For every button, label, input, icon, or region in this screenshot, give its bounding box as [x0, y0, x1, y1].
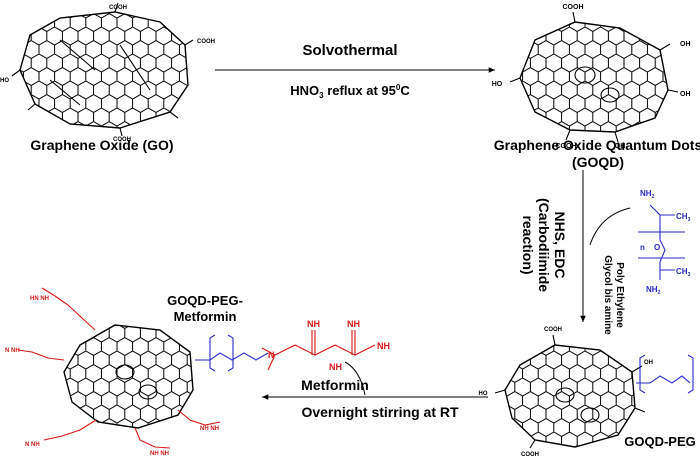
- metformin-arm-5: [134, 427, 171, 449]
- goqdpeg-cooh-top: COOH: [544, 327, 562, 333]
- metformin-arm-3: [177, 409, 221, 426]
- peg-name-label: Poly Ethylene Glycol bis amine: [602, 255, 625, 335]
- nhs-edc-line1: NHS, EDC: [552, 212, 568, 279]
- goqd-sheet: [519, 21, 669, 133]
- bridging-nh-label: NH: [329, 362, 342, 372]
- peg-ch3-bottom: CH3: [676, 267, 691, 278]
- peg-nh2-top: NH2: [640, 189, 655, 200]
- peg-addition-curve: [589, 207, 631, 246]
- peg-nh2-bottom: NH2: [646, 285, 661, 296]
- svg-text:NH NH: NH NH: [200, 426, 219, 432]
- goqd-label-line1: Graphene Oxide Quantum Dots: [494, 137, 700, 153]
- metformin-arm-4: [43, 419, 97, 441]
- conjugate-sheet: [63, 324, 194, 429]
- peg-name-line2: Glycol bis amine: [602, 255, 613, 335]
- goqd-label-line2: (GOQD): [572, 154, 624, 170]
- metformin-addition-curve: [344, 361, 366, 396]
- go-ho-left: HO: [0, 78, 9, 84]
- goqd-cooh-bottom: COOH: [556, 143, 577, 150]
- go-cooh-top: COOH: [109, 5, 127, 11]
- go-cooh-right: COOH: [197, 39, 215, 45]
- peg-bis-amine-molecule: NH2 CH3 O n CH3 NH2: [638, 189, 691, 296]
- go-sheet: [19, 11, 189, 129]
- go-cooh-bottom: COOH: [113, 137, 131, 143]
- metformin-arm-1: [41, 287, 96, 331]
- overnight-label: Overnight stirring at RT: [301, 404, 459, 420]
- peg-chain: [636, 375, 691, 384]
- svg-text:N NH: N NH: [25, 442, 40, 448]
- go-label: Graphene Oxide (GO): [30, 137, 173, 153]
- svg-text:NH NH: NH NH: [150, 451, 169, 457]
- goqdpeg-ho: HO: [479, 391, 488, 397]
- imine-label-2: NH: [347, 319, 360, 329]
- metformin-arm-2: [17, 349, 65, 361]
- metformin-label: Metformin: [301, 377, 369, 393]
- metformin-molecule: NH NH NH NH N: [261, 319, 390, 372]
- goqd-peg-structure: [494, 334, 694, 449]
- goqd-cooh-top: COOH: [563, 4, 584, 11]
- goqdpeg-cooh-bottom: COOH: [521, 452, 539, 458]
- goqd-peg-label: GOQD-PEG: [624, 434, 696, 449]
- dimethyl-n-label: N: [268, 350, 275, 360]
- goqd-oh-right: OH: [680, 41, 691, 48]
- graphene-oxide-structure: [11, 2, 194, 137]
- goqd-peg-sheet: [504, 344, 636, 448]
- goqd-oh-right-2: OH: [680, 91, 691, 98]
- amine-label: NH: [377, 341, 390, 351]
- peg-ch3-top: CH3: [676, 212, 691, 223]
- conjugate-label-line2: Metformin: [174, 309, 237, 324]
- conjugate-peg-chain: [195, 352, 269, 361]
- goqd-structure: [509, 11, 679, 143]
- nhs-edc-label: NHS, EDC (Carbodiimide reaction): [520, 198, 568, 292]
- svg-text:N NH: N NH: [5, 348, 20, 354]
- nhs-edc-line2: (Carbodiimide: [536, 198, 552, 292]
- peg-n-label: n: [640, 243, 645, 252]
- svg-text:HN NH: HN NH: [30, 296, 49, 302]
- solvothermal-label: Solvothermal: [302, 42, 397, 59]
- hno3-reflux-label: HNO3 reflux at 950C: [290, 83, 410, 100]
- goqd-ho: HO: [492, 81, 503, 88]
- peg-o-label: O: [654, 243, 660, 252]
- nhs-edc-line3: reaction): [520, 215, 536, 274]
- goqdpeg-oh: OH: [644, 360, 653, 366]
- imine-label-1: NH: [307, 319, 320, 329]
- conjugate-label-line1: GOQD-PEG-: [167, 293, 243, 308]
- peg-name-line1: Poly Ethylene: [614, 262, 625, 328]
- goqd-oh-bottom: OH: [615, 143, 626, 150]
- goqd-peg-metformin-structure: HN NH N NH NH NH N NH NH NH: [5, 287, 269, 457]
